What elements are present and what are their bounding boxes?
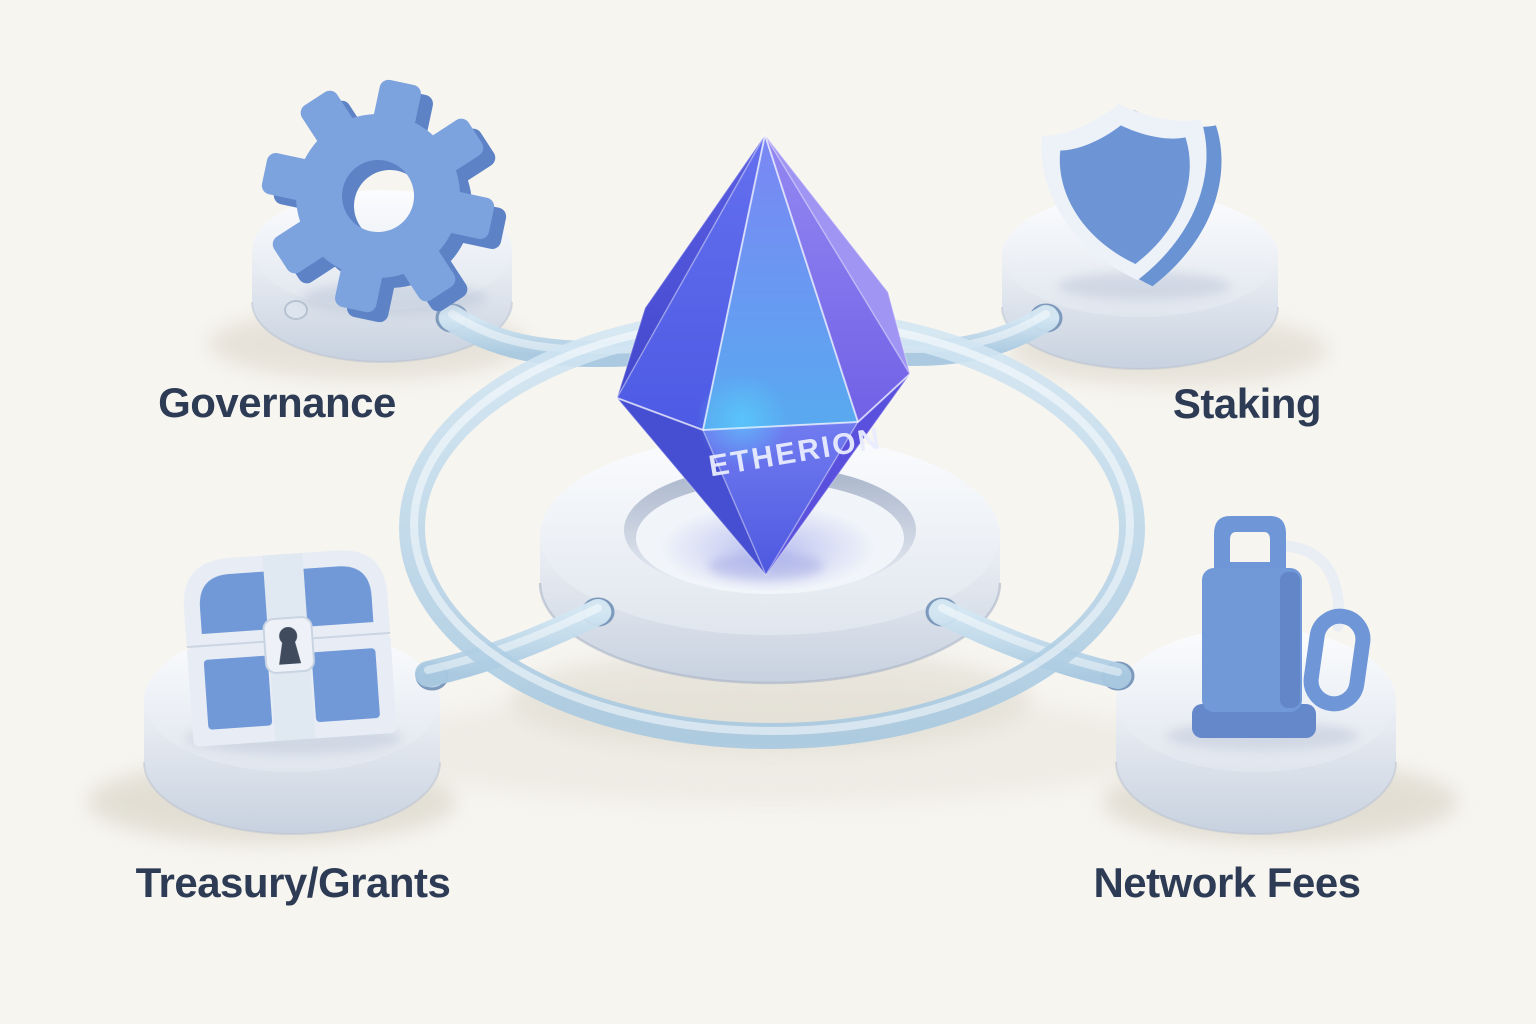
node-label-network-fees: Network Fees xyxy=(1093,859,1360,906)
node-label-treasury-grants: Treasury/Grants xyxy=(136,859,451,906)
pump-handle xyxy=(1214,516,1286,568)
node-label-governance: Governance xyxy=(158,379,396,426)
node-label-staking: Staking xyxy=(1173,380,1321,427)
tube-treasury xyxy=(415,599,611,687)
tube-network-fees xyxy=(929,599,1131,689)
pump-nozzle xyxy=(1303,608,1371,712)
tube-governance xyxy=(439,305,668,368)
fuel-pump-icon xyxy=(1192,516,1371,738)
chest-keyhole xyxy=(279,627,302,665)
treasure-chest-icon xyxy=(183,550,397,747)
pedestal-port-hole xyxy=(284,300,308,320)
crystal-gem-icon xyxy=(614,132,911,577)
